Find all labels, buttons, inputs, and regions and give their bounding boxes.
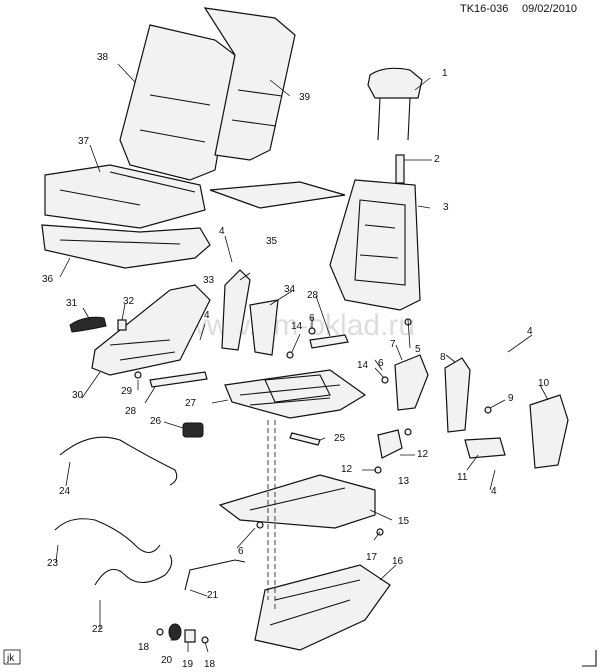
callout-2: 2 [434, 154, 440, 165]
callout-1: 1 [442, 68, 448, 79]
callout-3: 3 [443, 202, 449, 213]
callout-33: 33 [203, 275, 215, 286]
callout-39: 39 [299, 92, 311, 103]
corner-tag-box [3, 649, 21, 665]
seat-harness-part [94, 554, 173, 586]
callout-32: 32 [123, 296, 135, 307]
callout-7: 7 [390, 339, 396, 350]
leader-lines [55, 63, 549, 653]
alignment-line [267, 420, 276, 610]
recliner-cable-part [54, 518, 161, 554]
diagram-date: 09/02/2010 [522, 3, 577, 15]
callout-11: 11 [457, 472, 468, 483]
callout-6c: 6 [238, 546, 244, 557]
recliner-outer-cover-part [529, 394, 569, 469]
nut-6b-part [256, 521, 264, 529]
callout-38: 38 [97, 52, 109, 63]
adjuster-clip-part [182, 422, 204, 438]
callout-36: 36 [42, 274, 54, 285]
callout-37: 37 [78, 136, 90, 147]
callout-9: 9 [508, 393, 514, 404]
callout-16: 16 [392, 556, 404, 567]
bolt-18-part [156, 628, 164, 636]
callout-23: 23 [47, 558, 59, 569]
callout-8: 8 [440, 352, 446, 363]
head-restraint-part [367, 67, 423, 141]
bushing-19-part [184, 629, 196, 643]
filler-strip-upper-part [309, 334, 349, 349]
diagram-code: TK16-036 [460, 3, 508, 15]
recliner-cover-part [249, 299, 279, 356]
callout-12a: 12 [417, 449, 429, 460]
screw-14b-part [381, 376, 389, 384]
seat-belt-anchor-part [464, 437, 506, 459]
callout-4c: 4 [527, 326, 533, 337]
callout-14b: 14 [357, 360, 369, 371]
callout-17: 17 [366, 552, 378, 563]
callout-19: 19 [182, 659, 194, 670]
bolt-9-part [484, 406, 492, 414]
callout-35: 35 [266, 236, 278, 247]
recliner-right-part [444, 357, 471, 433]
callout-18a: 18 [138, 642, 150, 653]
recliner-bracket-part [221, 269, 251, 351]
adjuster-cable-part [59, 436, 178, 486]
seat-back-frame-part [329, 179, 421, 311]
callout-31: 31 [66, 298, 78, 309]
nut-6-part [308, 327, 316, 335]
filler-strip-lower-part [149, 371, 208, 388]
corner-mark [582, 650, 597, 667]
callout-13: 13 [398, 476, 410, 487]
trim-clip-part [117, 319, 127, 331]
adjuster-bolt-part [289, 432, 321, 446]
adjuster-handle-part [69, 316, 107, 333]
seat-back-cover-part [203, 7, 296, 161]
callout-5: 5 [415, 344, 421, 355]
callout-15: 15 [398, 516, 410, 527]
cushion-panel-part [209, 181, 346, 209]
callout-10: 10 [538, 378, 550, 389]
callout-6b: 6 [378, 358, 384, 369]
lower-adjuster-track-part [218, 474, 376, 529]
seat-back-cushion-part [119, 24, 236, 181]
side-trim-panel-part [91, 284, 211, 376]
callout-18b: 18 [204, 659, 216, 670]
callout-21: 21 [207, 590, 219, 601]
callout-28a: 28 [307, 290, 319, 301]
callout-26: 26 [150, 416, 162, 427]
recliner-cover-right-part [394, 354, 429, 411]
motor-20-part [168, 623, 182, 641]
callout-22: 22 [92, 624, 104, 635]
callout-24: 24 [59, 486, 71, 497]
seat-belt-buckle-part [377, 429, 403, 459]
callout-34: 34 [284, 284, 296, 295]
seat-cushion-frame-part [41, 224, 211, 269]
callout-14a: 14 [291, 321, 303, 332]
bolt-12-part [404, 428, 412, 436]
callout-4b: 4 [204, 310, 210, 321]
head-restraint-guide-part [395, 154, 405, 184]
sensor-harness-part [184, 559, 246, 591]
screw-14-part [286, 351, 294, 359]
callout-30: 30 [72, 390, 84, 401]
callout-4a: 4 [219, 226, 225, 237]
callout-29: 29 [121, 386, 133, 397]
callout-25: 25 [334, 433, 346, 444]
seat-cushion-pad-part [44, 164, 206, 229]
seat-riser-part [254, 564, 391, 651]
seat-adjuster-frame-part [224, 369, 367, 419]
callout-4d: 4 [491, 486, 497, 497]
callout-27: 27 [185, 398, 197, 409]
bolt-29-part [134, 371, 142, 379]
callout-20: 20 [161, 655, 173, 666]
corner-tag: jk [6, 653, 15, 664]
callout-28b: 28 [125, 406, 137, 417]
callout-6a: 6 [309, 313, 315, 324]
callout-12b: 12 [341, 464, 353, 475]
callout-labels: 1 2 3 4 4 4 4 5 6 6 6 7 8 9 10 11 12 12 … [42, 52, 550, 670]
